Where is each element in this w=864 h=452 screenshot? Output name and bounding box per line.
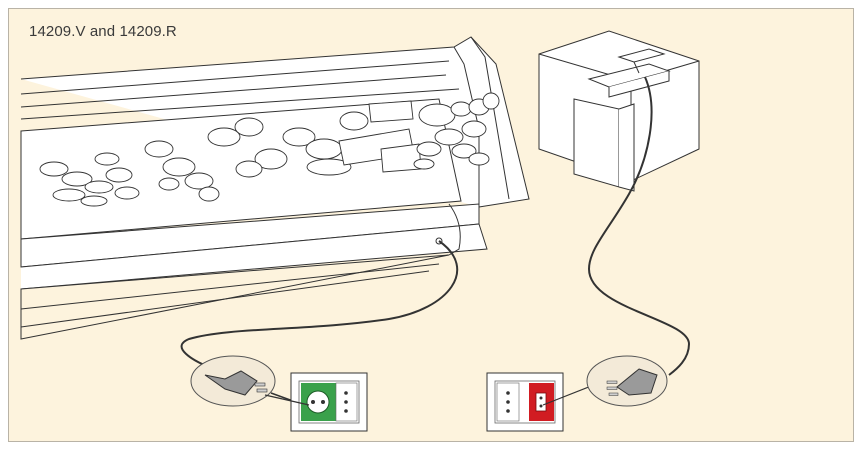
schuko-plug-icon [190,355,294,407]
diagram-frame: 14209.V and 14209.R [8,8,854,442]
red-swiss-socket-icon [486,372,610,432]
food-items [39,92,500,207]
green-schuko-socket-icon [264,372,368,432]
weighing-scale-icon [538,30,700,192]
installation-scene [20,30,700,432]
power-cables [180,76,691,376]
display-counter-icon [20,36,530,340]
swiss-plug-icon [586,355,668,407]
diagram-title: 14209.V and 14209.R [29,23,177,40]
